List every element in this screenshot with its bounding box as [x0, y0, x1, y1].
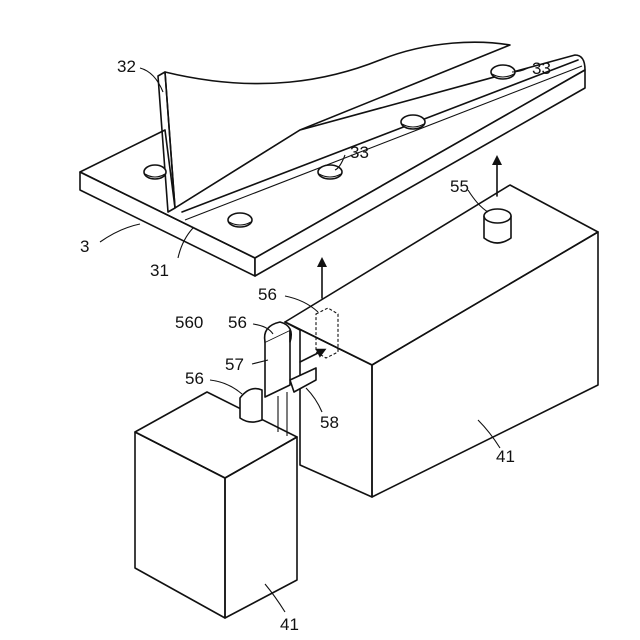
label-57: 57 — [225, 355, 244, 374]
label-55: 55 — [450, 177, 469, 196]
block-41-left-face — [285, 322, 372, 497]
label-33: 33 — [532, 59, 551, 78]
label-41: 41 — [496, 447, 515, 466]
tab-56-small — [240, 389, 262, 422]
label-33: 33 — [350, 143, 369, 162]
block-41-small-left — [135, 432, 225, 618]
block-41-small — [135, 389, 297, 618]
label-58: 58 — [320, 413, 339, 432]
label-56: 56 — [228, 313, 247, 332]
clip-hook-58 — [290, 368, 316, 392]
bracket-3 — [80, 42, 585, 276]
label-3: 3 — [80, 237, 89, 256]
leader-41a — [478, 420, 500, 448]
block-41-small-top — [135, 392, 297, 478]
label-56: 56 — [258, 285, 277, 304]
hidden-slot-56 — [316, 308, 338, 358]
leader-58 — [306, 388, 322, 412]
boss-55-top — [484, 209, 511, 223]
clip-57 — [265, 322, 316, 436]
label-32: 32 — [117, 57, 136, 76]
label-56: 56 — [185, 369, 204, 388]
label-41: 41 — [280, 615, 299, 634]
label-560: 560 — [175, 313, 203, 332]
leader-3 — [100, 224, 140, 242]
leader-56c — [210, 380, 242, 394]
label-31: 31 — [150, 261, 169, 280]
arrow-insert — [300, 351, 322, 362]
block-41-small-right — [225, 437, 297, 618]
leader-31 — [178, 228, 193, 258]
boss-55 — [484, 209, 511, 243]
block-41-front-face — [372, 232, 598, 497]
